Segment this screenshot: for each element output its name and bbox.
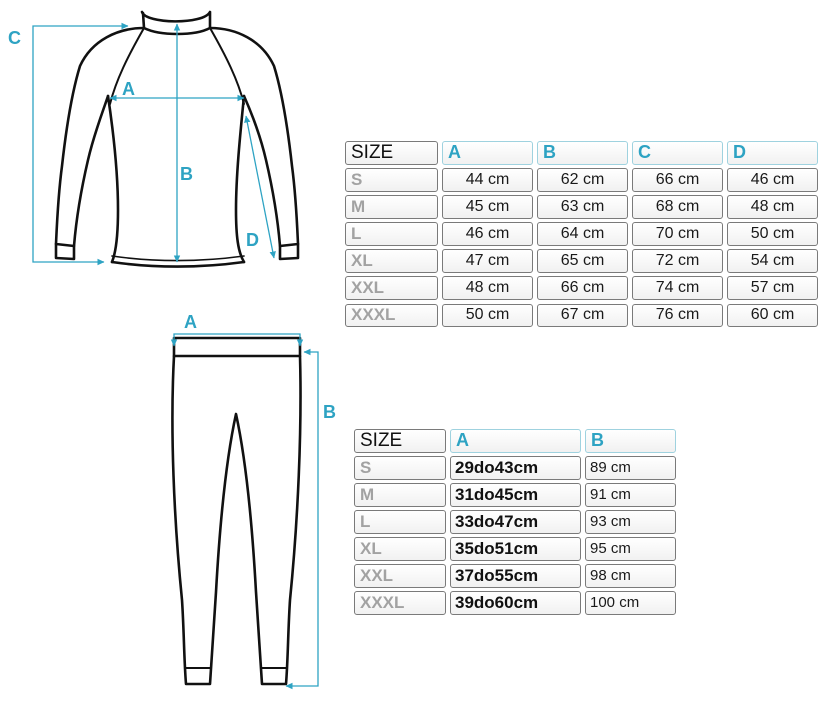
size-label: XXXL — [345, 303, 438, 328]
shirt-size-table: SIZE A B C D S 44 cm 62 cm 66 cm 46 cm M… — [345, 141, 822, 331]
table-row: XXXL 39do60cm 100 cm — [354, 591, 680, 615]
value-a: 45 cm — [442, 195, 533, 219]
header-a: A — [442, 141, 533, 165]
size-label: M — [345, 195, 438, 219]
value-b: 89 cm — [585, 456, 676, 480]
table-row: XXXL 50 cm 67 cm 76 cm 60 cm — [345, 303, 822, 328]
table-header-row: SIZE A B — [354, 429, 680, 453]
value-a: 31do45cm — [450, 483, 581, 507]
value-d: 48 cm — [727, 195, 818, 219]
pants-label-a: A — [184, 312, 197, 332]
header-size: SIZE — [345, 141, 438, 165]
value-b: 67 cm — [537, 303, 628, 328]
value-c: 72 cm — [632, 249, 723, 273]
size-label: XL — [345, 249, 438, 273]
value-a: 47 cm — [442, 249, 533, 273]
size-label: L — [354, 510, 446, 534]
pants-label-b: B — [323, 402, 336, 422]
size-label: XXL — [354, 564, 446, 588]
value-b: 98 cm — [585, 564, 676, 588]
value-a: 29do43cm — [450, 456, 581, 480]
size-label: XL — [354, 537, 446, 561]
value-b: 95 cm — [585, 537, 676, 561]
value-c: 66 cm — [632, 168, 723, 192]
header-b: B — [585, 429, 676, 453]
size-label: M — [354, 483, 446, 507]
table-row: XXL 48 cm 66 cm 74 cm 57 cm — [345, 276, 822, 300]
value-b: 100 cm — [585, 591, 676, 615]
value-d: 54 cm — [727, 249, 818, 273]
value-a: 33do47cm — [450, 510, 581, 534]
size-label: S — [345, 168, 438, 192]
table-row: M 31do45cm 91 cm — [354, 483, 680, 507]
table-row: XXL 37do55cm 98 cm — [354, 564, 680, 588]
header-b: B — [537, 141, 628, 165]
value-c: 68 cm — [632, 195, 723, 219]
table-row: L 46 cm 64 cm 70 cm 50 cm — [345, 222, 822, 246]
value-a: 44 cm — [442, 168, 533, 192]
value-a: 37do55cm — [450, 564, 581, 588]
value-b: 91 cm — [585, 483, 676, 507]
value-b: 62 cm — [537, 168, 628, 192]
value-a: 35do51cm — [450, 537, 581, 561]
pants-line-b — [285, 348, 319, 690]
pants-measure-lines — [170, 333, 319, 690]
value-c: 70 cm — [632, 222, 723, 246]
table-row: XL 35do51cm 95 cm — [354, 537, 680, 561]
shirt-line-d — [244, 115, 276, 259]
value-b: 63 cm — [537, 195, 628, 219]
value-b: 66 cm — [537, 276, 628, 300]
value-d: 60 cm — [727, 303, 818, 328]
pants-size-table: SIZE A B S 29do43cm 89 cm M 31do45cm 91 … — [354, 429, 680, 618]
table-row: XL 47 cm 65 cm 72 cm 54 cm — [345, 249, 822, 273]
shirt-label-a: A — [122, 79, 135, 99]
table-row: S 44 cm 62 cm 66 cm 46 cm — [345, 168, 822, 192]
header-size: SIZE — [354, 429, 446, 453]
shirt-label-b: B — [180, 164, 193, 184]
header-d: D — [727, 141, 818, 165]
header-a: A — [450, 429, 581, 453]
table-row: L 33do47cm 93 cm — [354, 510, 680, 534]
size-label: XXL — [345, 276, 438, 300]
value-a: 39do60cm — [450, 591, 581, 615]
table-row: M 45 cm 63 cm 68 cm 48 cm — [345, 195, 822, 219]
value-a: 46 cm — [442, 222, 533, 246]
pants-line-a — [170, 333, 304, 347]
value-a: 50 cm — [442, 303, 533, 328]
value-a: 48 cm — [442, 276, 533, 300]
value-b: 93 cm — [585, 510, 676, 534]
value-c: 76 cm — [632, 303, 723, 328]
size-label: XXXL — [354, 591, 446, 615]
size-label: L — [345, 222, 438, 246]
value-b: 65 cm — [537, 249, 628, 273]
value-c: 74 cm — [632, 276, 723, 300]
shirt-label-d: D — [246, 230, 259, 250]
value-b: 64 cm — [537, 222, 628, 246]
value-d: 50 cm — [727, 222, 818, 246]
shirt-line-c — [32, 22, 129, 266]
shirt-measure-lines — [32, 22, 276, 266]
shirt-label-c: C — [8, 28, 21, 48]
table-row: S 29do43cm 89 cm — [354, 456, 680, 480]
table-header-row: SIZE A B C D — [345, 141, 822, 165]
pants-outline — [171, 336, 302, 686]
size-label: S — [354, 456, 446, 480]
header-c: C — [632, 141, 723, 165]
value-d: 57 cm — [727, 276, 818, 300]
value-d: 46 cm — [727, 168, 818, 192]
